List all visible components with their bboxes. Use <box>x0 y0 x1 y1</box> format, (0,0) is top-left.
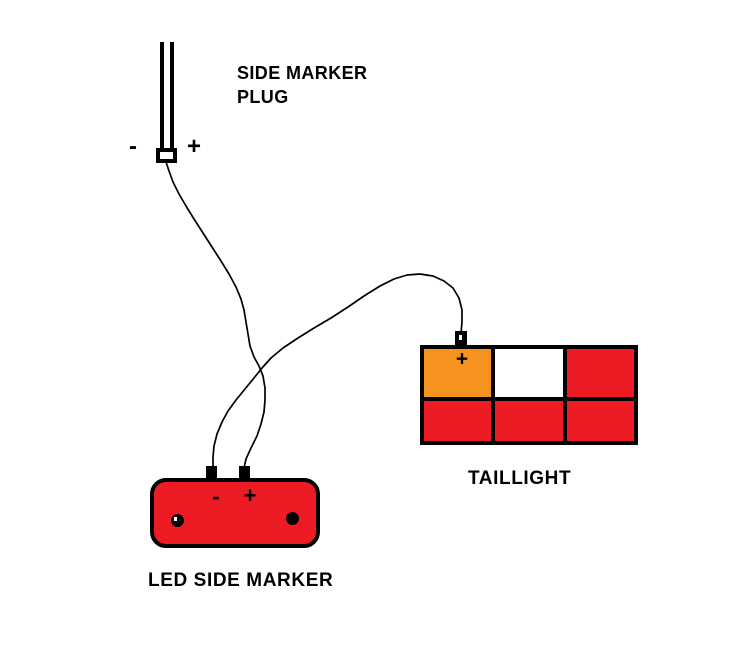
side-marker-plug-title-line2: PLUG <box>237 87 289 107</box>
marker-negative-terminal <box>206 466 217 480</box>
led-side-marker-body: - + <box>150 478 320 548</box>
marker-mount-hole-left <box>171 514 184 527</box>
plug-pin-left <box>160 42 164 149</box>
plug-negative-label: - <box>129 133 137 160</box>
marker-positive-terminal <box>239 466 250 480</box>
plug-positive-label: + <box>186 133 202 160</box>
side-marker-plug-title: SIDE MARKER PLUG <box>237 61 367 109</box>
marker-positive-label: + <box>243 483 257 508</box>
plug-pin-right <box>170 42 174 149</box>
taillight-connector-slit <box>459 335 462 340</box>
taillight-cell-bottom-center <box>495 401 563 441</box>
side-marker-plug-title-line1: SIDE MARKER <box>237 63 368 83</box>
taillight-cell-top-right <box>566 349 634 397</box>
taillight-cell-bottom-right <box>566 401 634 441</box>
marker-hole-highlight <box>174 517 177 521</box>
taillight-positive-label: + <box>455 347 469 371</box>
marker-negative-label: - <box>212 484 220 509</box>
taillight-cell-bottom-left <box>424 401 492 441</box>
led-side-marker-title: LED SIDE MARKER <box>148 570 334 591</box>
taillight-connector <box>455 331 467 347</box>
wire-plug-to-marker-positive <box>165 161 266 469</box>
plug-connector <box>156 148 177 163</box>
taillight-cell-top-center <box>495 349 563 397</box>
taillight-title: TAILLIGHT <box>468 468 572 489</box>
taillight <box>420 345 638 445</box>
taillight-cell-top-left <box>424 349 492 397</box>
marker-mount-hole-right <box>286 512 299 525</box>
